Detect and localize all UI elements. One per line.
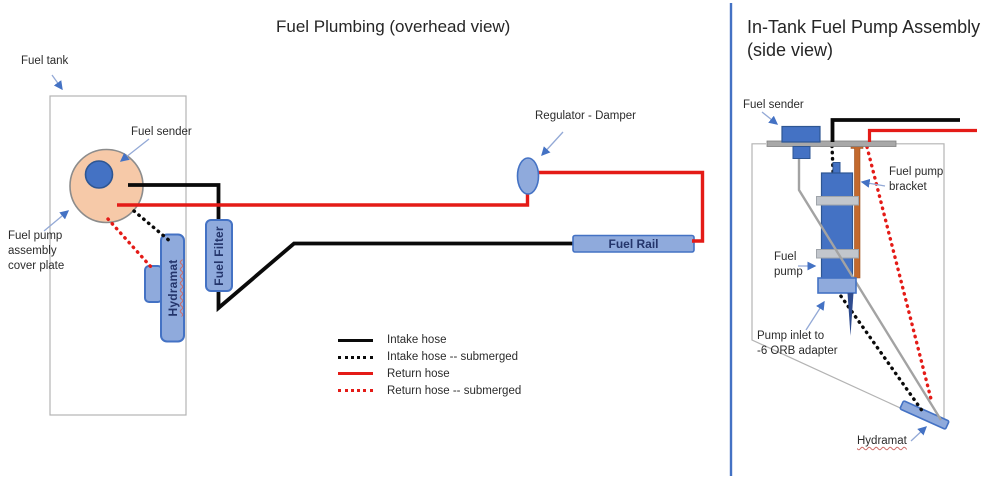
cover-plate-label: Fuel pump assembly cover plate xyxy=(8,230,65,272)
return-hose-submerged-side-line xyxy=(865,145,933,401)
pump-top-port-shape xyxy=(832,162,841,174)
legend-label-intake: Intake hose xyxy=(387,334,447,347)
fuel-sender-side-arrow xyxy=(761,111,779,125)
return-hose-submerged-line xyxy=(106,217,153,269)
intake-hose-side-line xyxy=(830,118,960,142)
fuel-sender-label: Fuel sender xyxy=(131,126,192,138)
fuel-sender-side-shape xyxy=(781,125,821,143)
right-panel-title: In-Tank Fuel Pump Assembly (side view) xyxy=(747,17,981,60)
sender-float-arm-line xyxy=(797,155,943,421)
legend-row-intake: Intake hose xyxy=(338,332,521,349)
fuel-pump-bracket-label: Fuel pump bracket xyxy=(889,166,944,193)
legend: Intake hose Intake hose -- submerged Ret… xyxy=(338,332,521,399)
legend-line-return xyxy=(338,372,373,376)
fuel-pump-shape xyxy=(820,172,854,279)
cover-plate-arrow xyxy=(43,210,70,232)
pump-inlet-label: Pump inlet to -6 ORB adapter xyxy=(757,330,838,357)
fuel-sender-side-label: Fuel sender xyxy=(743,99,804,111)
hydramat-side-label: Hydramat xyxy=(857,435,907,447)
legend-line-intake-submerged xyxy=(338,355,373,359)
hydramat-shape xyxy=(160,233,185,343)
legend-line-return-submerged xyxy=(338,389,373,393)
fuel-tank-arrow xyxy=(51,74,63,91)
legend-row-return-submerged: Return hose -- submerged xyxy=(338,382,521,399)
bracket-arrow xyxy=(860,178,886,188)
left-panel-title: Fuel Plumbing (overhead view) xyxy=(276,17,511,36)
fuel-rail-shape xyxy=(572,234,695,253)
fuel-sender-side-tab xyxy=(792,146,811,159)
legend-row-intake-submerged: Intake hose -- submerged xyxy=(338,349,521,366)
return-hose-line-b xyxy=(537,170,705,243)
pump-strap-upper xyxy=(816,196,859,206)
fuel-rail-box-label: Fuel Rail xyxy=(608,237,659,251)
return-hose-side-line xyxy=(867,128,977,142)
legend-label-return-submerged: Return hose -- submerged xyxy=(387,384,522,397)
hydramat-side-arrow xyxy=(910,426,927,442)
hydramat-bar-shape xyxy=(899,400,950,430)
legend-label-return: Return hose xyxy=(387,367,450,380)
fuel-tank-label: Fuel tank xyxy=(21,55,69,67)
hydramat-box-label: Hydramat xyxy=(165,259,180,317)
inlet-adapter-arrow xyxy=(805,300,825,331)
legend-row-return: Return hose xyxy=(338,366,521,383)
fuel-filter-shape xyxy=(205,219,233,292)
fuel-sender-arrow xyxy=(119,138,150,162)
regulator-damper-shape xyxy=(516,157,540,195)
fuel-pump-label: Fuel pump xyxy=(774,251,803,278)
pump-inlet-tube-shape xyxy=(847,293,854,336)
intake-hose-line xyxy=(128,183,574,313)
regulator-label: Regulator - Damper xyxy=(535,110,636,122)
hydramat-tab-shape xyxy=(144,265,163,303)
tank-outline-side xyxy=(751,143,945,429)
legend-label-intake-submerged: Intake hose -- submerged xyxy=(387,351,519,364)
return-hose-line-a xyxy=(117,194,530,207)
intake-hose-submerged-line xyxy=(132,209,173,244)
fuel-filter-box-label: Fuel Filter xyxy=(212,225,226,286)
fuel-sender-shape xyxy=(84,160,114,189)
legend-line-intake xyxy=(338,338,373,342)
orb-adapter-shape xyxy=(817,277,857,294)
regulator-arrow xyxy=(541,131,564,156)
